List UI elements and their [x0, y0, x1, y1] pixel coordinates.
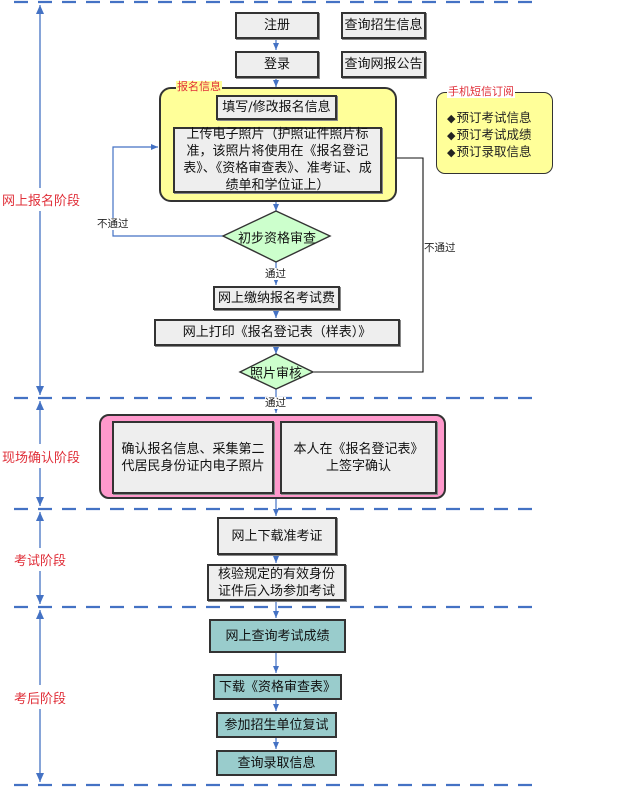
sms-item-exam-scores: ◆预订考试成绩 — [447, 127, 532, 142]
sms-item-admission-info: ◆预订录取信息 — [447, 144, 532, 159]
fill-info-node: 填写/修改报名信息 — [216, 95, 337, 120]
confirm-info-node: 确认报名信息、采集第二代居民身份证内电子照片 — [112, 421, 274, 494]
verify-id-node: 核验规定的有效身份证件后入场参加考试 — [207, 564, 346, 601]
pass-label-review: 通过 — [265, 268, 286, 280]
diamond-bullet-icon: ◆ — [447, 112, 456, 125]
download-review-form-node: 下载《资格审查表》 — [213, 674, 342, 700]
fail-label-right: 不通过 — [424, 242, 456, 254]
retest-node: 参加招生单位复试 — [216, 712, 337, 738]
upload-photo-node: 上传电子照片（护照证件照片标准，该照片将使用在《报名登记表》、《资格审查表》、准… — [173, 127, 382, 193]
stage-label-exam: 考试阶段 — [14, 548, 67, 571]
sign-form-node: 本人在《报名登记表》上签字确认 — [280, 421, 437, 494]
query-announcements-node: 查询网报公告 — [341, 51, 426, 78]
download-ticket-node: 网上下载准考证 — [217, 517, 337, 555]
diamond-bullet-icon: ◆ — [447, 146, 456, 159]
login-node: 登录 — [235, 51, 319, 78]
loop-photo-fail — [313, 154, 424, 373]
sms-subscription-box: ◆预订考试信息 ◆预订考试成绩 ◆预订录取信息 — [436, 92, 553, 174]
query-admission-node: 查询录取信息 — [216, 750, 337, 776]
pass-label-photo: 通过 — [265, 397, 286, 409]
decision-photo-review — [238, 353, 315, 390]
sms-item-exam-info: ◆预订考试信息 — [447, 110, 532, 125]
sms-subscription-title: 手机短信订阅 — [447, 85, 515, 98]
preliminary-review-label: 初步资格审查 — [237, 231, 317, 247]
photo-review-label: 照片审核 — [249, 366, 303, 382]
fail-label-left: 不通过 — [97, 218, 129, 230]
print-form-node: 网上打印《报名登记表（样表）》 — [154, 319, 400, 346]
query-scores-node: 网上查询考试成绩 — [209, 619, 346, 653]
pay-fee-node: 网上缴纳报名考试费 — [213, 286, 340, 310]
loop-review-fail — [112, 144, 223, 237]
diamond-bullet-icon: ◆ — [447, 129, 456, 142]
stage-label-online-registration: 网上报名阶段 — [2, 188, 81, 211]
decision-preliminary-review — [221, 210, 332, 263]
stage-label-post-exam: 考后阶段 — [14, 686, 67, 709]
query-admission-info-node: 查询招生信息 — [341, 12, 426, 39]
register-node: 注册 — [235, 12, 319, 39]
registration-info-group-title: 报名信息 — [176, 80, 222, 93]
stage-label-onsite-confirmation: 现场确认阶段 — [2, 445, 81, 468]
